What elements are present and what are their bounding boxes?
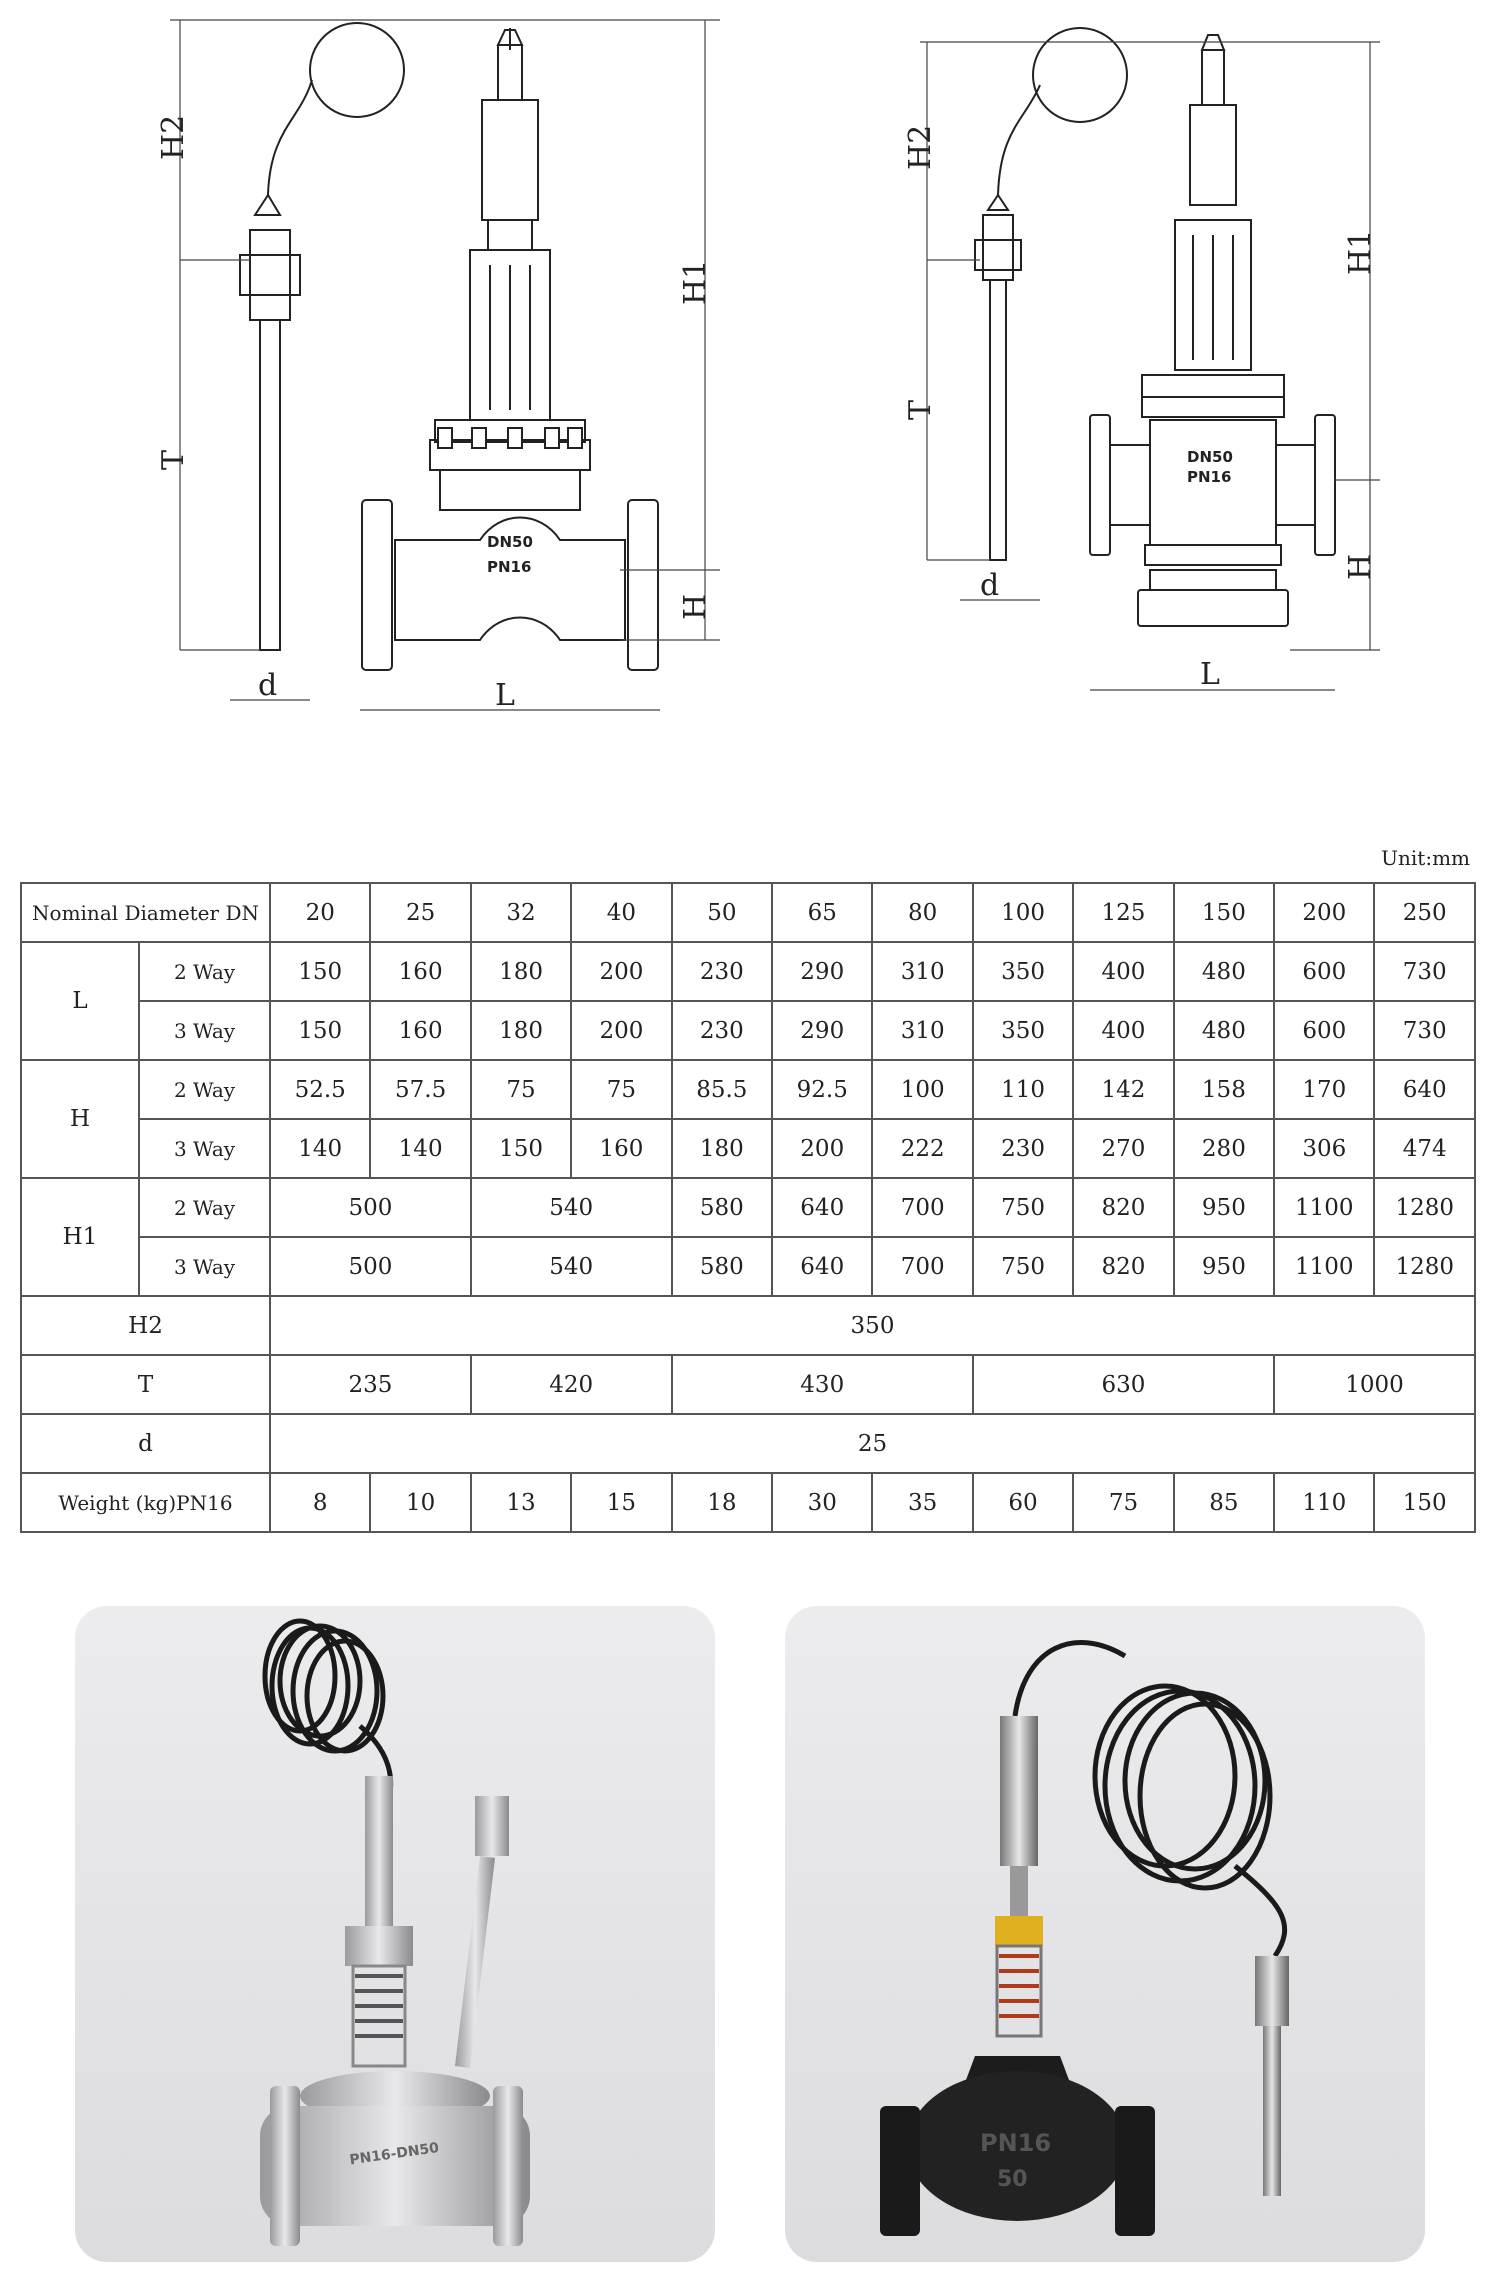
body-dn-label: DN50: [487, 533, 533, 551]
row-label-L: L: [20, 941, 140, 1061]
dim-H2-label: H2: [903, 125, 938, 170]
sensor-rod: [259, 319, 281, 651]
table-row-H2: H2 350: [19, 1295, 1476, 1356]
capillary-coil: [309, 22, 405, 118]
right-flange: [627, 499, 659, 671]
dim-L-label: L: [1200, 657, 1220, 692]
unit-note: Unit:mm: [1381, 846, 1470, 870]
row-label-weight: Weight (kg)PN16: [19, 1472, 272, 1533]
casting-text-2: 50: [997, 2167, 1028, 2192]
dim-d-label: d: [980, 568, 999, 603]
dim-H-label: H: [1343, 554, 1378, 580]
sensor-rod: [989, 279, 1007, 561]
dim-T-label: T: [156, 450, 191, 470]
body-pn-label: PN16: [1187, 468, 1231, 486]
dim-T-label: T: [903, 400, 938, 420]
row-label-H1: H1: [20, 1177, 140, 1297]
header-label: Nominal Diameter DN: [19, 882, 272, 943]
dim-L-label: L: [495, 678, 515, 713]
capillary-coil: [1032, 27, 1128, 123]
two-way-valve-drawing: H2 T H1 H d L DN50 PN16: [156, 19, 720, 713]
dim-H-label: H: [678, 594, 713, 620]
photo-cast-iron-valve: PN16 50: [785, 1606, 1425, 2262]
body-pn-label: PN16: [487, 558, 531, 576]
dim-d-label: d: [258, 668, 277, 703]
casting-text: PN16: [980, 2129, 1051, 2157]
left-flange: [361, 499, 393, 671]
dim-H1-label: H1: [1343, 230, 1378, 275]
row-label-H2: H2: [19, 1295, 272, 1356]
dim-H2-label: H2: [156, 115, 191, 160]
table-row-d: d 25: [19, 1413, 1476, 1474]
dim-H1-label: H1: [678, 260, 713, 305]
sensor-nut: [249, 229, 291, 321]
row-label-T: T: [19, 1354, 272, 1415]
left-flange: [1089, 414, 1111, 556]
bottom-flange: [1137, 589, 1289, 627]
row-label-d: d: [19, 1413, 272, 1474]
photo-stainless-valve: PN16-DN50: [75, 1606, 715, 2262]
row-label-H: H: [20, 1059, 140, 1179]
table-row-T: T 235 420 430 630 1000: [19, 1354, 1476, 1415]
cast-iron-valve-illustration: PN16 50: [880, 1640, 1289, 2236]
three-way-valve-drawing: H2 T H1 H d L DN50 PN16: [903, 27, 1380, 692]
actuator-upper: [481, 99, 539, 221]
right-flange: [1314, 414, 1336, 556]
actuator-housing: [1174, 219, 1252, 371]
body-dn-label: DN50: [1187, 448, 1233, 466]
stainless-valve-illustration: PN16-DN50: [260, 1618, 530, 2246]
